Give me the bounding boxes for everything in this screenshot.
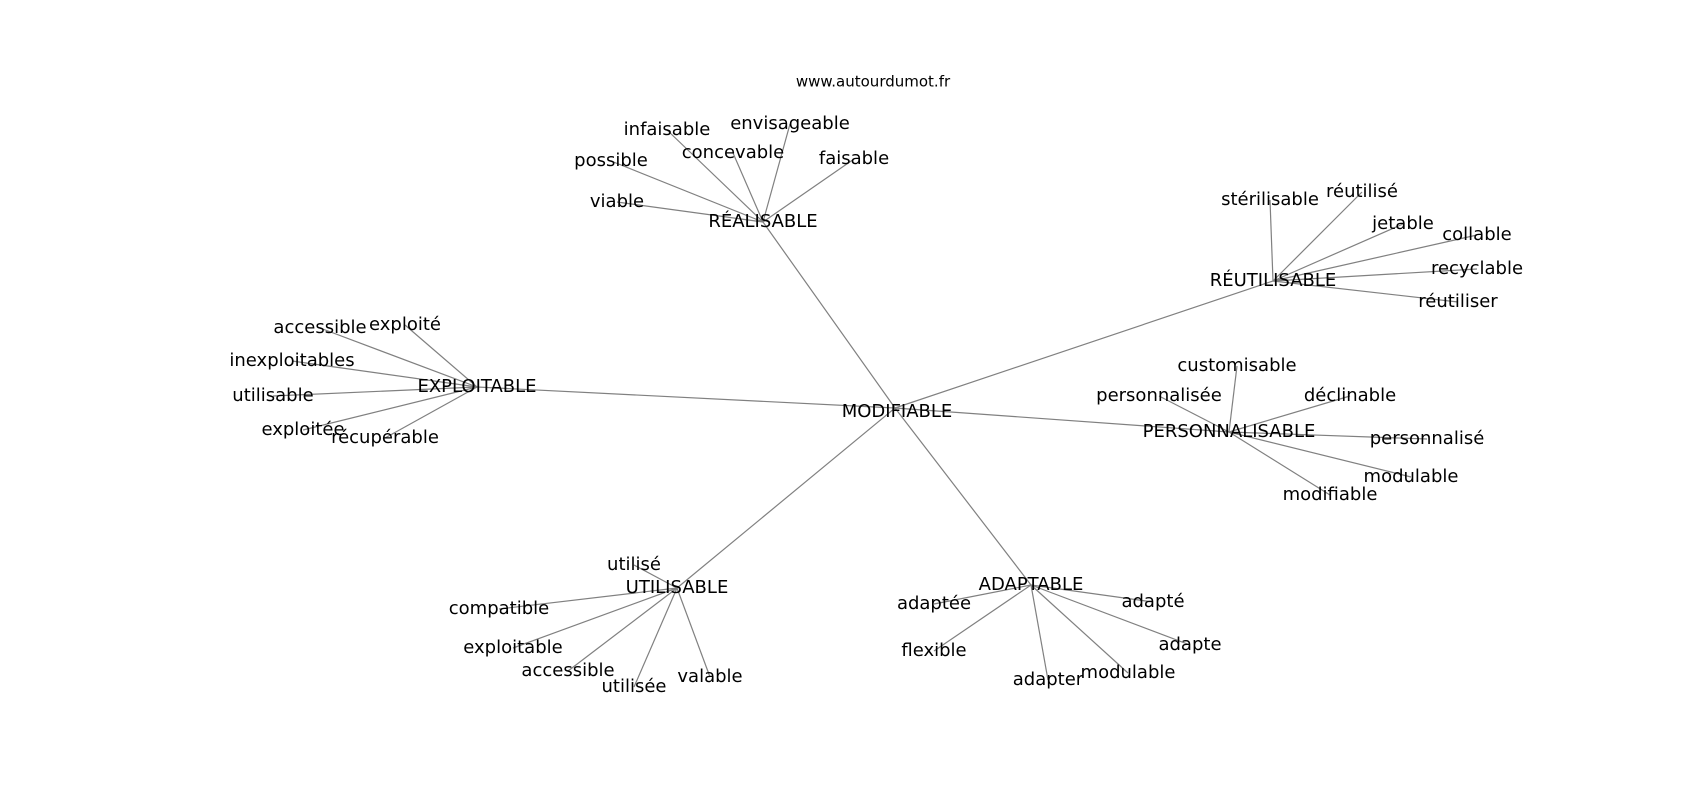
hub-to-word-edge — [633, 587, 678, 688]
hub-to-word-edge — [1030, 584, 1191, 646]
hub-word: RÉALISABLE — [708, 210, 817, 232]
hub-to-word-edge — [1030, 584, 1049, 681]
hub-to-word-edge — [1272, 280, 1459, 303]
leaf-word: modulable — [1081, 662, 1176, 683]
leaf-word: accessible — [521, 660, 614, 681]
leaf-word: récupérable — [331, 427, 439, 448]
hub-to-word-edge — [1030, 584, 1129, 674]
hub-to-word-edge — [762, 123, 791, 223]
leaf-word: personnalisé — [1370, 428, 1485, 449]
leaf-word: personnalisée — [1096, 385, 1222, 406]
leaf-word: adapte — [1158, 634, 1221, 655]
leaf-word: adapter — [1013, 669, 1084, 690]
leaf-word: flexible — [901, 640, 966, 661]
leaf-word: infaisable — [624, 119, 711, 140]
leaf-word: viable — [590, 191, 644, 212]
edges-layer — [272, 123, 1478, 688]
hub-to-word-edge — [1228, 431, 1428, 440]
hub-to-word-edge — [1272, 234, 1478, 282]
hub-to-word-edge — [676, 587, 711, 678]
leaf-word: possible — [574, 150, 648, 171]
hub-to-word-edge — [319, 327, 478, 388]
hub-to-word-edge — [933, 584, 1032, 652]
leaf-word: déclinable — [1304, 385, 1396, 406]
hub-to-word-edge — [1228, 365, 1238, 433]
hub-word: UTILISABLE — [626, 577, 729, 598]
hub-to-word-edge — [498, 587, 678, 610]
hub-word: EXPLOITABLE — [417, 376, 536, 397]
center-to-hub-edge — [476, 386, 896, 409]
leaf-word: recyclable — [1431, 258, 1523, 279]
leaf-word: utilisée — [602, 676, 667, 697]
leaf-word: adaptée — [897, 593, 971, 614]
hub-word: RÉUTILISABLE — [1210, 269, 1337, 291]
leaf-word: exploitée — [261, 419, 344, 440]
leaf-word: inexploitables — [229, 350, 354, 371]
leaf-word: modifiable — [1283, 484, 1378, 505]
leaf-word: exploitable — [463, 637, 562, 658]
hub-to-word-edge — [1272, 268, 1478, 282]
hub-to-word-edge — [302, 386, 478, 431]
hub-to-word-edge — [1158, 395, 1230, 433]
leaf-word: utilisé — [607, 554, 661, 575]
hub-to-word-edge — [512, 587, 678, 649]
leaf-word: adapté — [1121, 591, 1184, 612]
hub-to-word-edge — [567, 587, 678, 672]
center-to-hub-edge — [762, 221, 896, 409]
leaf-word: réutilisé — [1326, 181, 1398, 202]
center-to-hub-edge — [676, 407, 896, 589]
hub-word: ADAPTABLE — [979, 574, 1084, 595]
leaf-word: compatible — [449, 598, 549, 619]
leaf-word: concevable — [682, 142, 784, 163]
labels-layer: www.autourdumot.fr MODIFIABLE RÉALISABLE… — [229, 73, 1523, 698]
hub-to-word-edge — [762, 158, 855, 223]
leaf-word: faisable — [819, 148, 889, 169]
hub-to-word-edge — [610, 160, 764, 223]
leaf-word: réutiliser — [1418, 291, 1498, 312]
leaf-word: utilisable — [232, 385, 313, 406]
hub-to-word-edge — [1228, 395, 1351, 433]
hub-to-word-edge — [666, 129, 764, 223]
hub-to-word-edge — [933, 584, 1032, 605]
leaf-word: envisageable — [730, 113, 850, 134]
center-to-hub-edge — [894, 407, 1032, 586]
hub-to-word-edge — [1030, 584, 1154, 603]
hub-to-word-edge — [633, 564, 678, 589]
center-to-hub-edge — [894, 280, 1274, 409]
watermark-text: www.autourdumot.fr — [796, 73, 951, 91]
hub-to-word-edge — [1228, 431, 1412, 478]
leaf-word: customisable — [1177, 355, 1296, 376]
leaf-word: accessible — [273, 317, 366, 338]
hub-to-word-edge — [616, 201, 764, 223]
hub-to-word-edge — [272, 386, 478, 397]
hub-to-word-edge — [1228, 431, 1331, 496]
leaf-word: collable — [1442, 224, 1511, 245]
hub-to-word-edge — [291, 360, 478, 388]
center-to-hub-edge — [894, 407, 1230, 433]
hub-to-word-edge — [1269, 199, 1274, 282]
hub-to-word-edge — [1272, 223, 1404, 282]
hub-to-word-edge — [404, 324, 478, 388]
leaf-word: exploité — [369, 314, 441, 335]
hub-to-word-edge — [384, 386, 478, 439]
hub-to-word-edge — [732, 152, 764, 223]
leaf-word: modulable — [1364, 466, 1459, 487]
leaf-word: valable — [677, 666, 742, 687]
leaf-word: stérilisable — [1221, 189, 1319, 210]
hub-to-word-edge — [1272, 191, 1363, 282]
center-word: MODIFIABLE — [842, 401, 953, 422]
hub-word: PERSONNALISABLE — [1143, 421, 1316, 442]
leaf-word: jetable — [1371, 213, 1434, 234]
